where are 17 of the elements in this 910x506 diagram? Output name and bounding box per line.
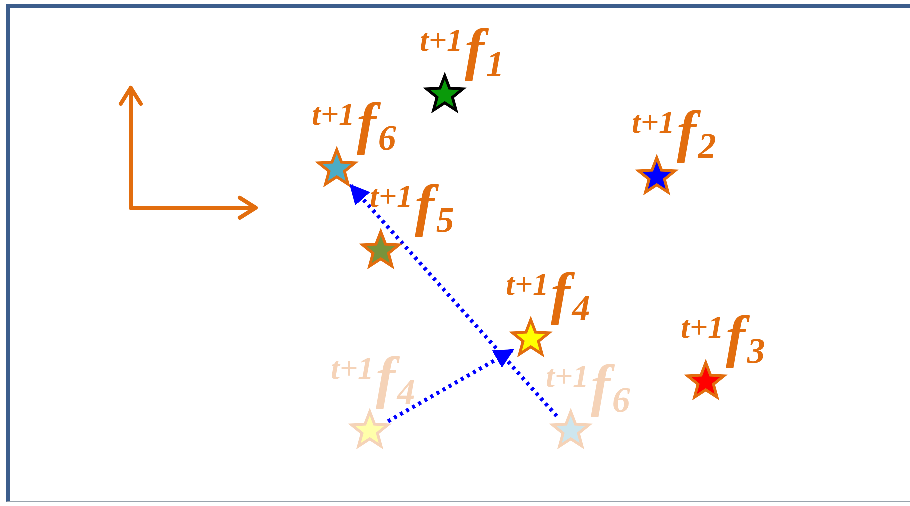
frame-label: $^{t+1}$f$_{4}$ — [506, 265, 590, 323]
frame-label: $^{t+1}$f$_{4}$ — [331, 349, 416, 407]
star-marker — [685, 362, 727, 402]
arrow — [387, 348, 514, 424]
faded-star-marker — [349, 411, 391, 451]
star-marker — [510, 319, 552, 359]
frame-label: $^{t+1}$f$_{3}$ — [681, 308, 766, 366]
star-marker — [636, 157, 678, 197]
star-marker — [316, 149, 358, 189]
star-marker — [424, 75, 466, 115]
faded-star-marker — [550, 411, 592, 451]
frame-label: $^{t+1}$f$_{1}$ — [420, 21, 504, 79]
frame-label: $^{t+1}$f$_{6}$ — [546, 357, 630, 415]
star-marker — [360, 231, 402, 271]
frame-label: $^{t+1}$f$_{6}$ — [312, 95, 396, 153]
frame-label: $^{t+1}$f$_{5}$ — [370, 177, 454, 235]
frame-label: $^{t+1}$f$_{2}$ — [632, 103, 716, 161]
